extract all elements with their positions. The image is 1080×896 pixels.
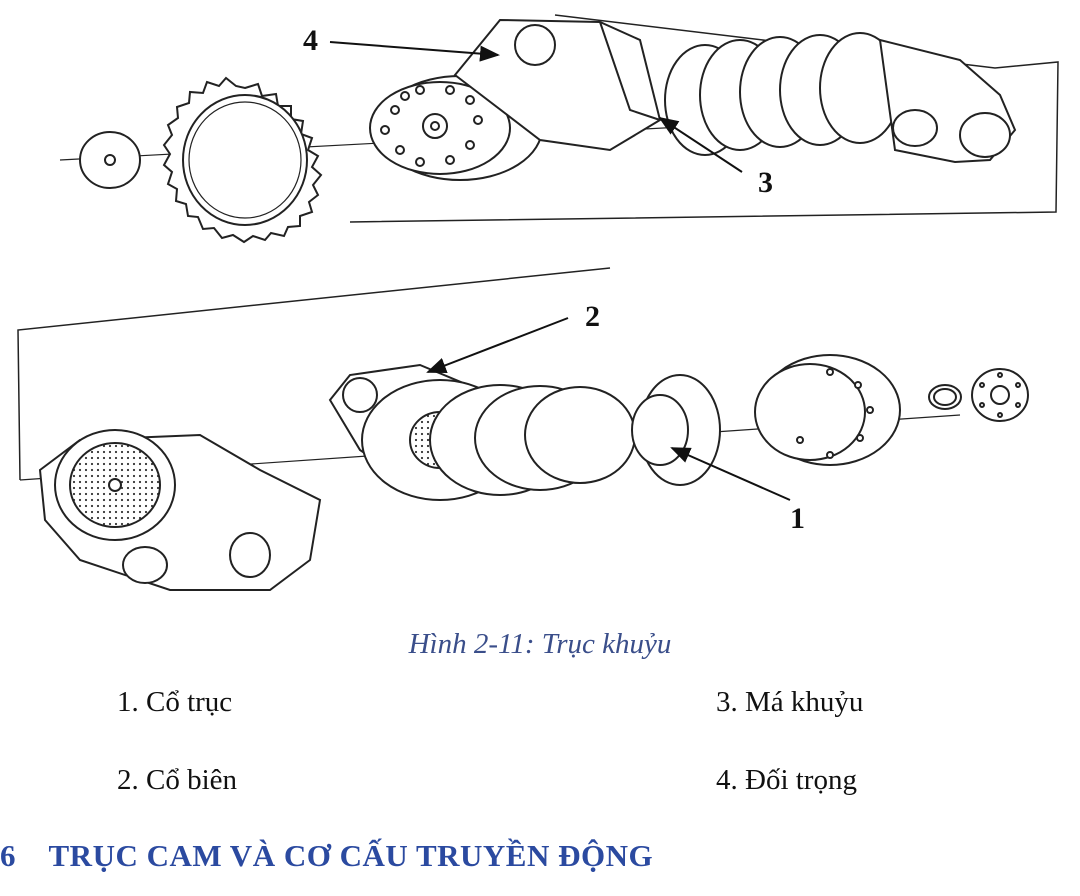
callout-4: 4 [303, 24, 318, 57]
callout-2: 2 [585, 300, 600, 333]
crankshaft-figure: 4 3 2 1 [17, 14, 1059, 591]
legend-item-2: 2. Cổ biên [117, 764, 238, 796]
figure-caption: Hình 2-11: Trục khuỷu [408, 628, 672, 660]
crank-webs-upper [664, 32, 1017, 164]
rear-flange [754, 354, 901, 466]
legend-item-3: 3. Má khuỷu [716, 686, 864, 718]
section-title: TRỤC CAM VÀ CƠ CẤU TRUYỀN ĐỘNG [48, 838, 654, 873]
legend-item-1: 1. Cổ trục [117, 686, 233, 718]
callout-3: 3 [758, 166, 773, 199]
section-heading: 6 TRỤC CAM VÀ CƠ CẤU TRUYỀN ĐỘNG [0, 838, 653, 874]
legend-item-4: 4. Đối trọng [716, 764, 857, 796]
callout-1: 1 [790, 502, 805, 535]
rear-crank-web [38, 429, 322, 591]
timing-gear [162, 76, 323, 244]
crank-webs-lower [361, 374, 721, 501]
front-washer [79, 131, 141, 189]
o-ring [928, 384, 962, 410]
rear-seal [971, 368, 1029, 422]
lower-panel-frame [17, 267, 611, 481]
section-number: 6 [0, 838, 16, 873]
counterweight [453, 18, 662, 152]
